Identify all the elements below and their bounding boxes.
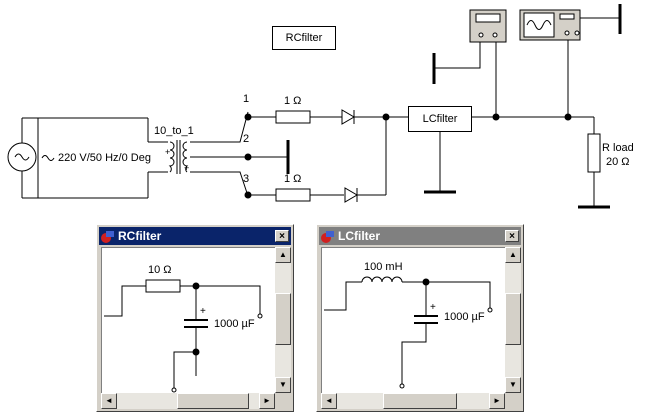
resistor-top[interactable]: [275, 110, 311, 124]
rc-resistor-label: 10 Ω: [148, 264, 172, 276]
dot-plus-bottom: +: [184, 163, 190, 173]
rload-name: R load: [602, 142, 634, 154]
node-label-2: 2: [243, 133, 250, 145]
sine-icon: [14, 153, 30, 161]
resize-grip[interactable]: [275, 393, 291, 409]
rc-resistor[interactable]: [145, 279, 181, 293]
lcfilter-hscroll[interactable]: ◄ ►: [321, 393, 505, 409]
scope-ground-wire: [577, 17, 608, 38]
resistor-bottom[interactable]: [275, 188, 311, 202]
node-dot: [382, 113, 390, 121]
lcfilter-title: LCfilter: [338, 229, 380, 243]
node-dot: [244, 113, 252, 121]
diode-bottom-icon[interactable]: [344, 187, 358, 203]
diode-top-icon[interactable]: [341, 109, 355, 125]
tilde-icon: [41, 155, 55, 161]
secondary-out-1: [190, 111, 249, 143]
lc-capacitor-label: 1000 µF: [444, 311, 485, 323]
secondary-coil: [182, 141, 189, 173]
dot-plus-top: +: [165, 147, 171, 157]
primary-coil: [168, 141, 175, 173]
node-label-3: 3: [243, 173, 250, 185]
scroll-down-button[interactable]: ▼: [505, 377, 521, 393]
scroll-left-button[interactable]: ◄: [321, 393, 337, 409]
circuit-app-icon: [321, 229, 335, 243]
load-resistor[interactable]: [587, 133, 601, 173]
scroll-thumb[interactable]: [383, 393, 457, 409]
rcfilter-titlebar[interactable]: RCfilter ×: [99, 227, 291, 245]
resize-grip[interactable]: [505, 393, 521, 409]
lc-inductor-label: 100 mH: [364, 261, 403, 273]
transformer-label: 10_to_1: [154, 125, 194, 137]
rload-value: 20 Ω: [606, 156, 630, 168]
circuit-app-icon: [101, 229, 115, 243]
scroll-right-button[interactable]: ►: [489, 393, 505, 409]
lcfilter-close-button[interactable]: ×: [505, 230, 519, 242]
rc-plus-sign: +: [200, 306, 206, 317]
scroll-right-button[interactable]: ►: [259, 393, 275, 409]
scroll-up-button[interactable]: ▲: [275, 247, 291, 263]
rcfilter-block[interactable]: RCfilter: [272, 26, 336, 50]
rcfilter-client[interactable]: 10 Ω + 1000 µF: [101, 247, 275, 393]
scroll-up-button[interactable]: ▲: [505, 247, 521, 263]
scroll-thumb[interactable]: [275, 293, 291, 345]
node-dot: [564, 113, 572, 121]
scroll-thumb[interactable]: [505, 293, 521, 345]
rcfilter-close-button[interactable]: ×: [275, 230, 289, 242]
rcfilter-block-label: RCfilter: [285, 32, 323, 44]
source-wire: [37, 117, 148, 199]
lcfilter-titlebar[interactable]: LCfilter ×: [319, 227, 521, 245]
voltmeter-ground-wire: [434, 42, 481, 69]
lc-plus-sign: +: [430, 302, 436, 313]
scroll-thumb[interactable]: [177, 393, 249, 409]
scroll-down-button[interactable]: ▼: [275, 377, 291, 393]
node-dot: [244, 153, 252, 161]
rcfilter-window[interactable]: RCfilter × 10 Ω + 1000 µF: [96, 224, 294, 412]
rcfilter-vscroll[interactable]: ▲ ▼: [275, 247, 291, 393]
node-label-1: 1: [243, 93, 250, 105]
node-dot: [244, 191, 252, 199]
resistor-top-label: 1 Ω: [284, 95, 302, 107]
node-dot: [492, 113, 500, 121]
rcfilter-hscroll[interactable]: ◄ ►: [101, 393, 275, 409]
source-label: 220 V/50 Hz/0 Deg: [58, 152, 151, 164]
resistor-bottom-label: 1 Ω: [284, 173, 302, 185]
scroll-left-button[interactable]: ◄: [101, 393, 117, 409]
lcfilter-block-label: LCfilter: [422, 113, 458, 125]
lcfilter-block[interactable]: LCfilter: [408, 106, 472, 132]
lcfilter-window[interactable]: LCfilter × 100 mH + 1000 µF ▲ ▼: [316, 224, 524, 412]
lc-inductor[interactable]: [361, 276, 403, 283]
secondary-out-3: [190, 171, 249, 197]
lcfilter-vscroll[interactable]: ▲ ▼: [505, 247, 521, 393]
rcfilter-title: RCfilter: [118, 229, 162, 243]
lcfilter-client[interactable]: 100 mH + 1000 µF: [321, 247, 505, 393]
rc-capacitor-label: 1000 µF: [214, 318, 255, 330]
